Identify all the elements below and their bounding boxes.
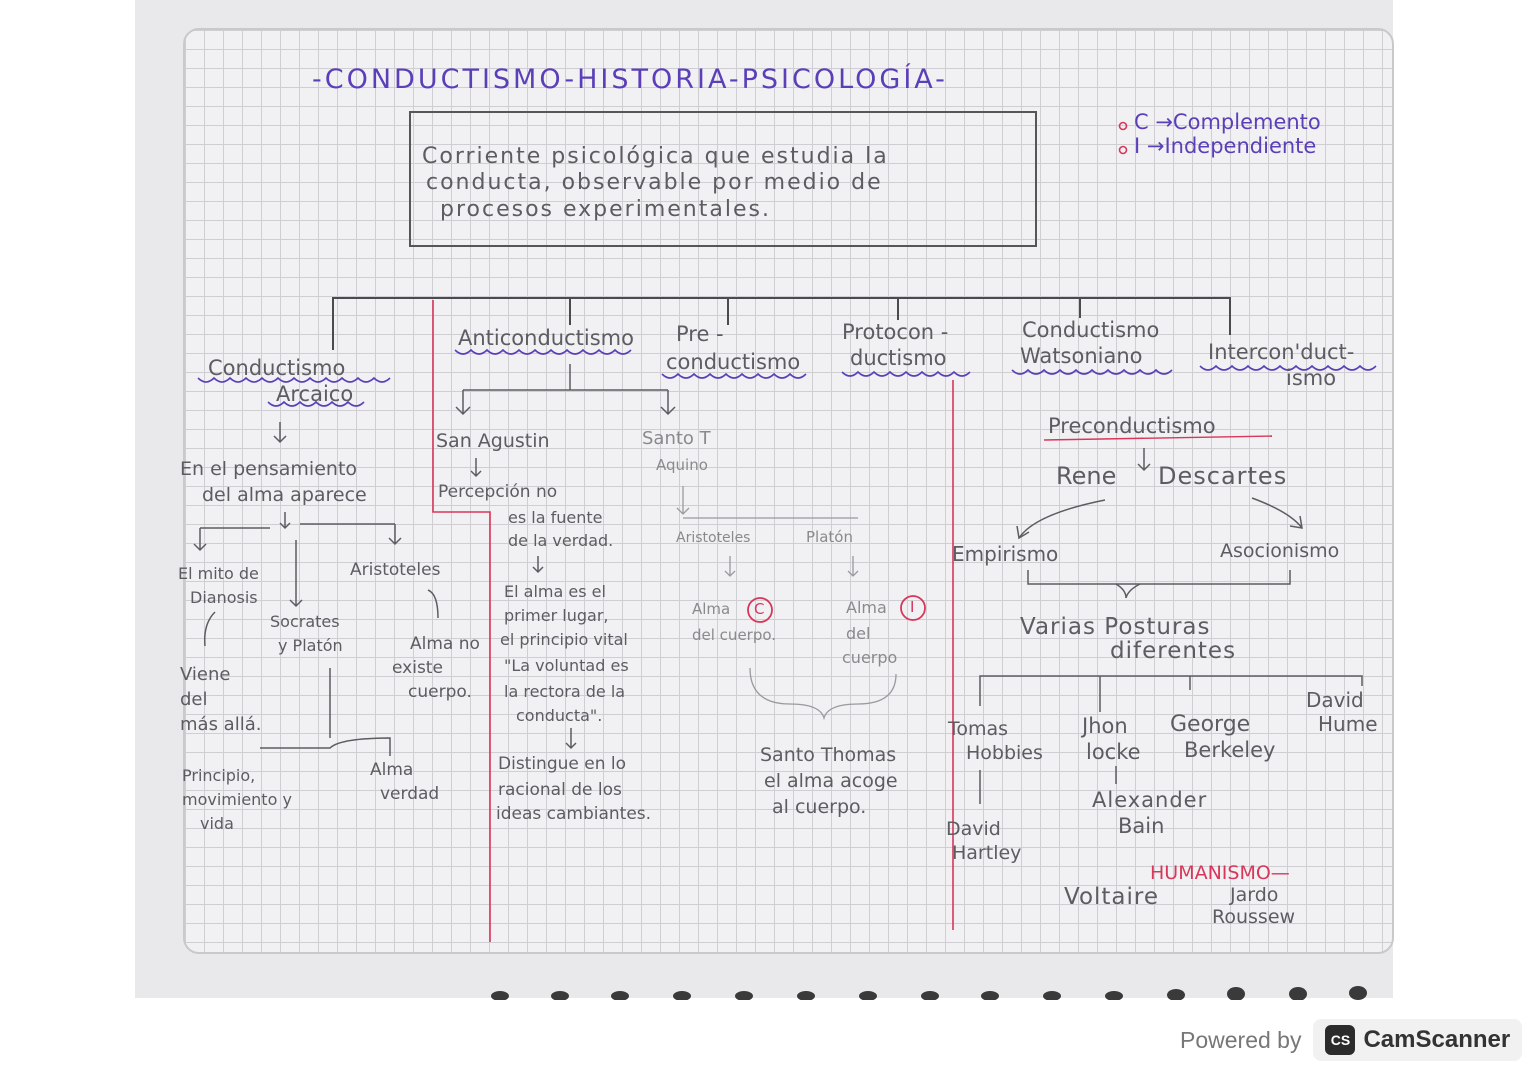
spiral-binding xyxy=(491,986,1367,1000)
pre-santo-thomas-1: Santo Thomas xyxy=(760,744,897,766)
branch-arcaico-line1: Conductismo xyxy=(208,356,346,380)
camscanner-logo-icon: CS xyxy=(1325,1025,1356,1055)
branch-watson-line2: Watsoniano xyxy=(1020,344,1143,368)
watson-hume-2: Hume xyxy=(1318,712,1378,736)
page-title: -CONDUCTISMO-HISTORIA-PSICOLOGÍA- xyxy=(312,64,948,95)
watson-varias-2: diferentes xyxy=(1110,638,1237,664)
grid-paper xyxy=(183,28,1394,954)
arcaico-socrates-2: y Platón xyxy=(278,636,343,655)
arcaico-viene-3: más allá. xyxy=(180,714,262,735)
camscanner-badge[interactable]: CS CamScanner xyxy=(1313,1019,1523,1061)
arcaico-principio-3: vida xyxy=(200,814,234,833)
pre-alma-c-badge: C xyxy=(754,600,765,618)
anti-alma-5: la rectora de la xyxy=(504,682,626,701)
branch-watson-line1: Conductismo xyxy=(1022,318,1160,342)
arcaico-almano-3: cuerpo. xyxy=(408,682,472,702)
watson-tomas-1: Tomas xyxy=(948,718,1009,740)
watson-hartley-2: Hartley xyxy=(952,842,1022,864)
anti-percep-1: Percepción no xyxy=(438,482,558,502)
definition-line-2: conducta, observable por medio de xyxy=(426,170,883,195)
pre-alma-c-2: del cuerpo. xyxy=(692,626,777,644)
anti-alma-4: "La voluntad es xyxy=(504,656,629,675)
pre-alma-i-1: Alma xyxy=(846,598,887,617)
watson-varias-1: Varias Posturas xyxy=(1020,614,1211,640)
pre-alma-i-3: cuerpo xyxy=(842,648,898,667)
pre-santo-thomas-2: el alma acoge xyxy=(764,770,898,792)
anti-percep-3: de la verdad. xyxy=(508,531,614,550)
watson-alexander-2: Bain xyxy=(1118,814,1165,838)
watson-tomas-2: Hobbies xyxy=(966,742,1043,764)
watson-hume-1: David xyxy=(1306,688,1364,712)
watson-george-1: George xyxy=(1170,712,1251,737)
watson-rousseau-2: Roussew xyxy=(1212,906,1296,928)
watson-hartley-1: David xyxy=(946,818,1001,840)
branch-inter-line2: ismo xyxy=(1286,366,1337,390)
watson-preconductismo: Preconductismo xyxy=(1048,414,1216,438)
pre-santo-thomas-3: al cuerpo. xyxy=(772,796,867,818)
arcaico-alma-verdad-1: Alma xyxy=(370,760,414,780)
branch-proto-line1: Protocon - xyxy=(842,320,949,344)
pre-santo-tomas-2: Aquino xyxy=(656,456,708,474)
branch-bar xyxy=(332,297,1231,350)
anti-distingue-3: ideas cambiantes. xyxy=(496,804,652,824)
definition-line-1: Corriente psicológica que estudia la xyxy=(422,144,889,169)
arcaico-almano-1: Alma no xyxy=(410,634,480,654)
arcaico-principio-2: movimiento y xyxy=(182,790,292,809)
arcaico-socrates-1: Socrates xyxy=(270,612,340,631)
watson-descartes: Descartes xyxy=(1158,462,1288,490)
arcaico-mito-1: El mito de xyxy=(178,564,259,583)
anti-san-agustin: San Agustin xyxy=(436,430,550,452)
anti-alma-2: primer lugar, xyxy=(504,606,609,625)
arcaico-viene-2: del xyxy=(180,689,208,710)
branch-proto-line2: ductismo xyxy=(850,346,947,370)
pre-platon: Platón xyxy=(806,528,853,546)
watson-humanismo: HUMANISMO— xyxy=(1150,862,1290,884)
anti-percep-2: es la fuente xyxy=(508,508,603,527)
arcaico-alma-verdad-2: verdad xyxy=(380,784,440,804)
pre-aristoteles: Aristoteles xyxy=(676,530,751,546)
anti-distingue-1: Distingue en lo xyxy=(498,754,627,774)
camscanner-footer: Powered by CS CamScanner xyxy=(1180,1015,1523,1065)
arcaico-pens-2: del alma aparece xyxy=(202,484,367,506)
branch-inter-line1: Intercon'duct- xyxy=(1208,340,1355,364)
branch-pre-line1: Pre - xyxy=(676,322,724,346)
powered-by-label: Powered by xyxy=(1180,1026,1302,1053)
watson-rousseau-1: Jardo xyxy=(1230,884,1279,906)
branch-pre-line2: conductismo xyxy=(666,350,801,374)
arcaico-mito-2: Dianosis xyxy=(190,588,258,607)
arcaico-principio-1: Principio, xyxy=(182,766,256,785)
arcaico-viene-1: Viene xyxy=(180,664,231,685)
legend-independiente: I →Independiente xyxy=(1134,134,1317,158)
watson-rene: Rene xyxy=(1056,462,1117,490)
watson-jhon-1: Jhon xyxy=(1082,714,1128,738)
anti-alma-6: conducta". xyxy=(516,706,603,725)
pre-alma-i-2: del xyxy=(846,624,871,643)
anti-distingue-2: racional de los xyxy=(498,780,622,800)
arcaico-almano-2: existe xyxy=(392,658,443,678)
watson-george-2: Berkeley xyxy=(1184,738,1276,762)
watson-voltaire: Voltaire xyxy=(1064,884,1160,910)
anti-alma-3: el principio vital xyxy=(500,630,628,649)
definition-box xyxy=(409,111,1037,247)
arcaico-pens-1: En el pensamiento xyxy=(180,458,358,480)
pre-alma-i-badge: I xyxy=(910,598,915,616)
legend-complemento: C →Complemento xyxy=(1134,110,1321,134)
watson-jhon-2: locke xyxy=(1086,740,1141,764)
red-divider-1 xyxy=(432,300,491,942)
anti-alma-1: El alma es el xyxy=(504,582,606,601)
arcaico-aristoteles: Aristoteles xyxy=(350,560,441,580)
camscanner-brand: CamScanner xyxy=(1363,1026,1511,1053)
watson-asocionismo: Asocionismo xyxy=(1220,540,1340,562)
definition-line-3: procesos experimentales. xyxy=(440,197,771,222)
branch-anticonductismo: Anticonductismo xyxy=(458,326,634,350)
watson-empirismo: Empirismo xyxy=(952,542,1059,566)
pre-santo-tomas-1: Santo T xyxy=(642,428,711,449)
branch-arcaico-line2: Arcaico xyxy=(276,382,354,406)
pre-alma-c-1: Alma xyxy=(692,600,731,618)
watson-alexander-1: Alexander xyxy=(1092,788,1208,812)
